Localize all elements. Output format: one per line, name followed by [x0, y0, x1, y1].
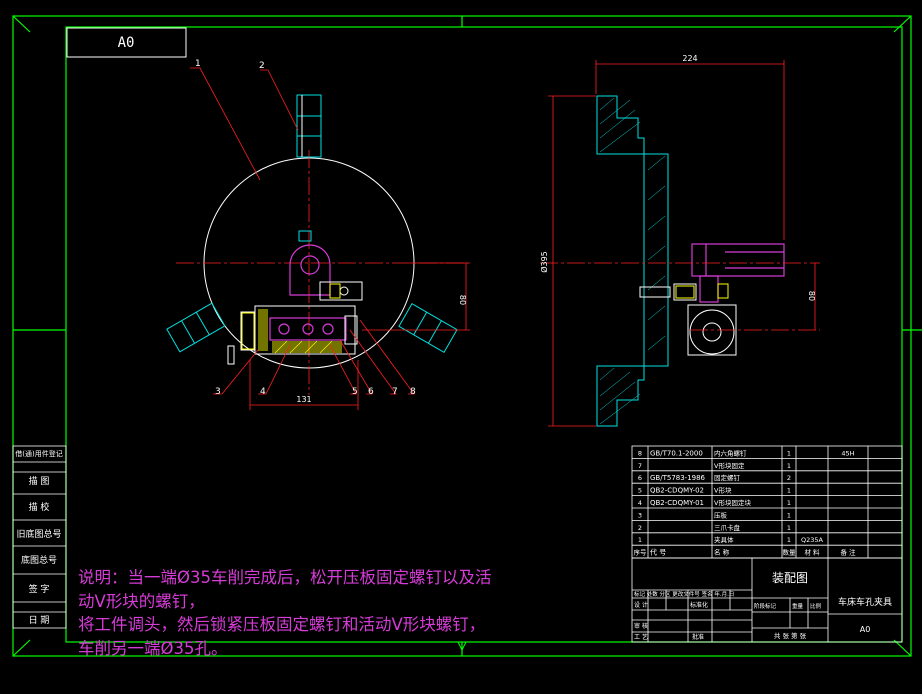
stamp-label-5: 签 字 — [29, 583, 50, 595]
bom-cell-name: V形块固定 — [714, 461, 745, 470]
bom-cell-no: 5 — [638, 487, 642, 495]
bom-cell-no: 8 — [638, 449, 642, 457]
bom-cell-qty: 1 — [787, 511, 791, 519]
leader-6: 6 — [368, 387, 374, 397]
note-line-3: 将工件调头，然后锁紧压板固定螺钉和活动V形块螺钉， — [78, 615, 486, 634]
tb-approve: 批准 — [692, 633, 704, 641]
bom-rows: 8 GB/T70.1-2000 内六角螺钉 1 45H 7 V形块固定 1 6 GB/T5783-… — [632, 448, 902, 557]
dim-224: 224 — [682, 54, 697, 63]
leader-2: 2 — [259, 61, 265, 71]
front-view: 131 80 1 2 3 4 5 6 7 8 — [166, 59, 470, 410]
dim-80-front: 80 — [458, 295, 467, 305]
bom-cell-no: 2 — [638, 524, 642, 532]
leader-8: 8 — [410, 387, 416, 397]
stamp-label-3: 旧底图总号 — [16, 528, 61, 540]
tb-check: 审 核 — [634, 622, 648, 630]
bom-cell-code: GB/T5783-1986 — [650, 474, 706, 482]
tb-standard: 标准化 — [690, 601, 708, 609]
bom-header-no: 序号 — [634, 548, 648, 557]
bom-cell-name: 固定螺钉 — [714, 473, 741, 482]
bom-cell-qty: 1 — [787, 536, 791, 544]
title-block — [631, 557, 903, 643]
leader-4: 4 — [260, 387, 266, 397]
product-name: 车床车孔夹具 — [838, 596, 892, 608]
bom-cell-name: 压板 — [714, 510, 728, 519]
bom-cell-qty: 1 — [787, 449, 791, 457]
stamp-label-4: 底图总号 — [21, 554, 57, 566]
bom-header-qty: 数量 — [783, 548, 797, 557]
outer-frame — [12, 15, 912, 657]
dim-131: 131 — [296, 395, 311, 404]
drawing-name: 装配图 — [772, 571, 808, 585]
bom-cell-name: 内六角螺钉 — [714, 448, 747, 457]
tb-sheets: 共 张 第 张 — [774, 631, 807, 640]
bom-cell-note: 45H — [841, 449, 854, 457]
assembly-note: 说明：当一端Ø35车削完成后，松开压板固定螺钉以及活 动V形块的螺钉， 将工件调… — [78, 566, 618, 660]
tb-design: 设 计 — [634, 601, 648, 609]
bom-cell-no: 1 — [638, 536, 642, 544]
dim-dia395: Ø395 — [539, 251, 549, 273]
bom-header-mat: 材 料 — [804, 548, 820, 557]
leader-1: 1 — [195, 59, 201, 69]
side-stamp — [12, 445, 67, 629]
note-line-4: 车削另一端Ø35孔。 — [78, 638, 228, 658]
tb-weight: 重量 — [792, 602, 804, 610]
inner-frame — [65, 26, 903, 643]
bom-cell-qty: 1 — [787, 462, 791, 470]
note-line-2: 动V形块的螺钉， — [78, 591, 205, 611]
bom-cell-no: 6 — [638, 474, 642, 482]
bom-cell-name: 三爪卡盘 — [714, 523, 741, 532]
bom-cell-name: V形块固定块 — [714, 498, 751, 507]
leader-7: 7 — [392, 387, 398, 397]
center-arrow — [457, 641, 467, 652]
bom-cell-code: QB2-CDQMY-01 — [650, 499, 704, 507]
size-label: A0 — [860, 625, 871, 634]
tb-process: 工 艺 — [634, 633, 648, 641]
stamp-label-1: 描 图 — [29, 475, 50, 487]
stamp-label-6: 日 期 — [29, 615, 50, 626]
format-label: A0 — [118, 35, 135, 51]
tb-row-labels: 标记 处数 分区 更改文件号 签名 年.月.日 — [634, 590, 734, 598]
bom-cell-mat: Q235A — [801, 536, 824, 544]
bom-header-note: 备 注 — [840, 548, 856, 557]
tb-scale: 比例 — [810, 602, 822, 610]
bom-header-code: 代 号 — [650, 548, 666, 557]
leader-5: 5 — [352, 387, 358, 397]
bom-cell-no: 7 — [638, 462, 642, 470]
bom-cell-qty: 1 — [787, 524, 791, 532]
stamp-label-2: 描 校 — [29, 501, 50, 513]
bom-cell-qty: 2 — [787, 474, 791, 482]
bom-cell-code: QB2-CDQMY-02 — [650, 487, 704, 495]
bom-header-name: 名 称 — [714, 548, 730, 557]
bom-cell-name: V形块 — [714, 486, 732, 495]
tb-stage: 阶段标记 — [754, 602, 777, 610]
note-line-1: 说明：当一端Ø35车削完成后，松开压板固定螺钉以及活 — [78, 568, 492, 587]
bom-cell-qty: 1 — [787, 487, 791, 495]
bom-cell-no: 4 — [638, 499, 642, 507]
dim-80-side: 80 — [807, 291, 816, 301]
bom-cell-no: 3 — [638, 511, 642, 519]
leader-3: 3 — [215, 387, 221, 397]
bom-cell-qty: 1 — [787, 499, 791, 507]
format-box — [66, 27, 187, 58]
corner-marks — [12, 15, 922, 657]
stamp-label-0: 借(通)用件登记 — [15, 449, 62, 458]
bom-cell-name: 夹具体 — [714, 535, 734, 544]
side-view: 224 Ø395 80 — [539, 54, 820, 427]
bom-cell-code: GB/T70.1-2000 — [650, 449, 703, 457]
